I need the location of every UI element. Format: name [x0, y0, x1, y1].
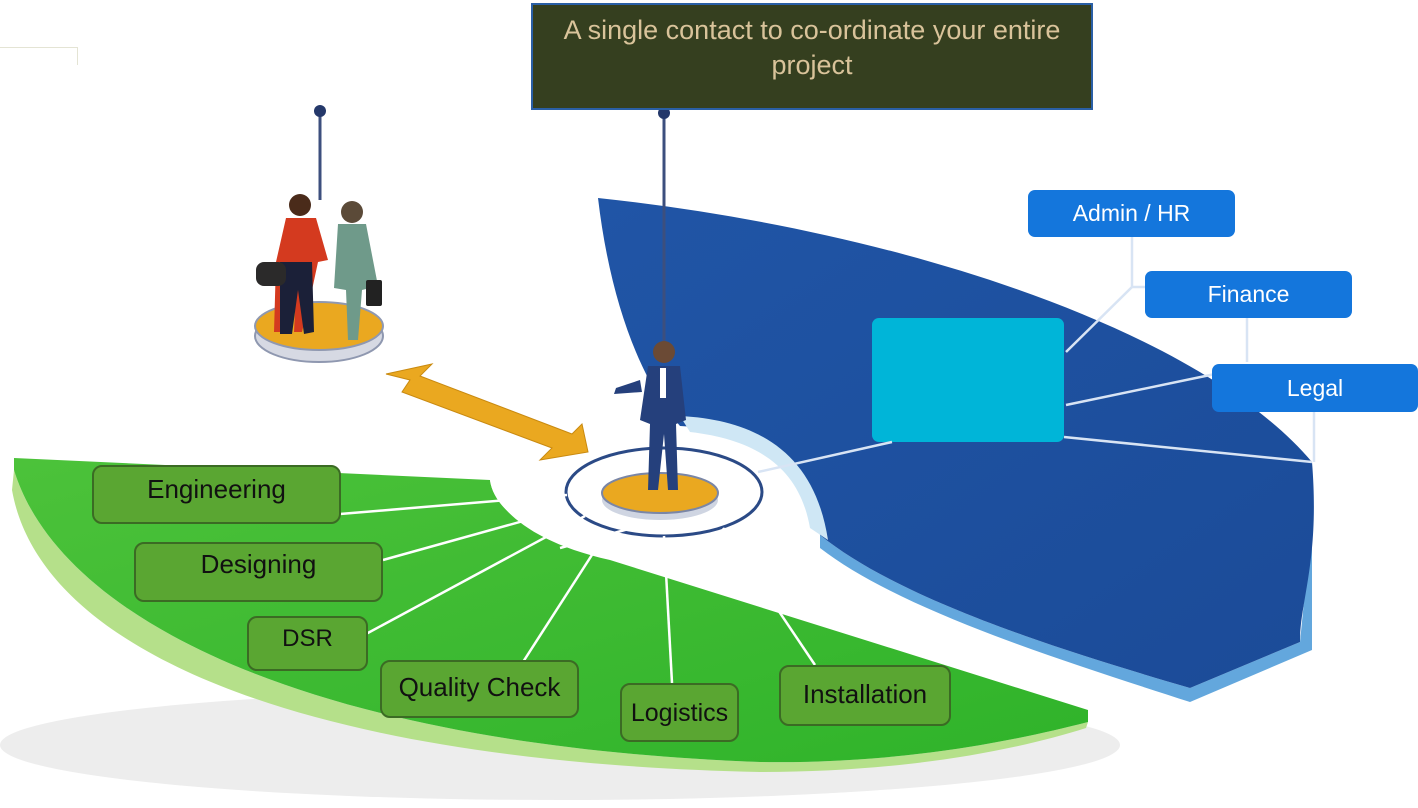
label-admin-hr[interactable]: Admin / HR	[1028, 190, 1235, 237]
label-admin-hr-text: Admin / HR	[1072, 200, 1191, 226]
green-segment-edge	[12, 470, 1088, 772]
label-legal-text: Legal	[1286, 374, 1344, 401]
label-logistics-text: Logistics	[630, 699, 729, 727]
callout-text: A single contact to co-ordinate your ent…	[563, 15, 1061, 81]
label-finance[interactable]: Finance	[1145, 271, 1352, 318]
label-designing[interactable]: Designing	[134, 542, 383, 602]
hub-platform	[601, 472, 719, 514]
label-finance-text: Finance	[1207, 281, 1290, 307]
label-designing-text: Designing	[200, 549, 317, 579]
label-engineering-text: Engineering	[147, 473, 286, 504]
label-installation-text: Installation	[802, 678, 928, 709]
corner-frame	[0, 47, 78, 65]
label-legal[interactable]: Legal	[1212, 364, 1418, 412]
double-arrow	[385, 363, 589, 461]
coordinator-figure	[614, 341, 686, 490]
departments-connectors	[757, 236, 1316, 474]
hub-box	[872, 318, 1064, 442]
customer-pin	[314, 105, 326, 117]
label-dsr-text: DSR	[282, 624, 333, 652]
label-quality-check-text: Quality Check	[398, 672, 561, 702]
customers-figures	[256, 194, 382, 340]
label-installation[interactable]: Installation	[779, 665, 951, 726]
label-logistics[interactable]: Logistics	[620, 683, 739, 742]
blue-segment-inner-rim	[680, 416, 828, 540]
operations-connectors	[339, 493, 817, 684]
label-quality-check[interactable]: Quality Check	[380, 660, 579, 718]
callout-box: A single contact to co-ordinate your ent…	[531, 3, 1093, 110]
label-engineering[interactable]: Engineering	[92, 465, 341, 524]
label-dsr[interactable]: DSR	[247, 616, 368, 671]
coordinator-pin	[658, 107, 670, 119]
blue-segment	[598, 198, 1314, 688]
